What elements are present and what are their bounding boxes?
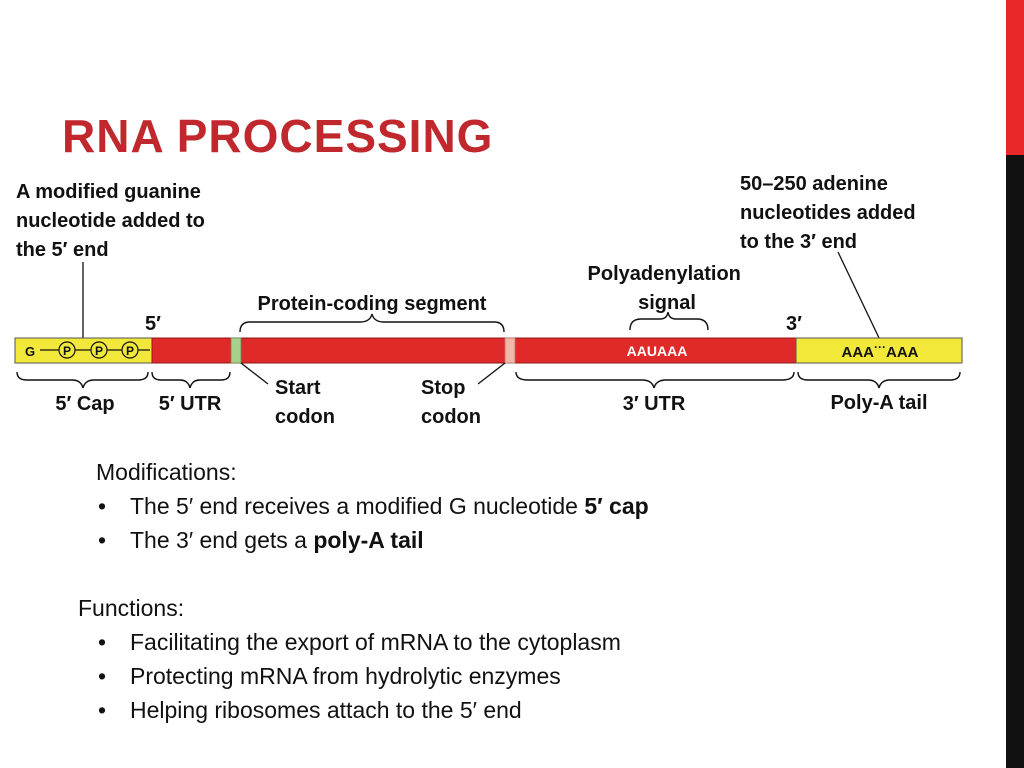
tail-sequence: AAA···AAA	[842, 340, 919, 361]
start-codon-label: Start codon	[275, 377, 335, 428]
tail-annotation-line: to the 3′ end	[740, 231, 857, 253]
guanine-label: G	[25, 344, 35, 359]
stop-codon-label: Stop codon	[421, 377, 481, 428]
bullet: •	[98, 663, 107, 689]
modifications-heading: Modifications:	[96, 459, 237, 485]
stop-codon-marker	[504, 337, 516, 364]
rna-body-segment	[151, 337, 797, 364]
start-codon-marker	[230, 337, 242, 364]
utr3-label: 3′ UTR	[623, 393, 686, 415]
item-text: The 3′ end gets a	[130, 527, 314, 553]
bullet: •	[98, 697, 107, 723]
item-text: The 5′ end receives a modified G nucleot…	[130, 493, 585, 519]
polya-tail-brace	[797, 371, 961, 389]
mrna-diagram: A modified guanine nucleotide added to t…	[14, 173, 963, 428]
cap-annotation-line: nucleotide added to	[16, 210, 205, 232]
phosphate-icon	[121, 341, 139, 359]
tail-annotation: 50–250 adenine nucleotides added to the …	[740, 173, 921, 253]
start-codon-line: codon	[275, 406, 335, 428]
stop-codon-pointer	[477, 362, 506, 385]
phosphate-icon	[58, 341, 76, 359]
five-prime-label: 5′	[145, 313, 161, 335]
start-codon-line: Start	[275, 377, 321, 399]
tail-seq-part: AAA	[886, 344, 919, 361]
edge-accent-red	[1006, 0, 1024, 155]
polya-signal-line: Polyadenylation	[588, 263, 741, 285]
tail-seq-dots: ···	[874, 340, 886, 354]
phosphate-icon	[90, 341, 108, 359]
list-item: • Helping ribosomes attach to the 5′ end	[98, 693, 649, 727]
slide-title: RNA PROCESSING	[62, 110, 494, 162]
signal-sequence: AAUAAA	[627, 343, 688, 359]
cap-annotation: A modified guanine nucleotide added to t…	[16, 181, 210, 261]
utr3-brace	[515, 371, 795, 389]
utr5-label: 5′ UTR	[159, 393, 222, 415]
functions-heading: Functions:	[78, 595, 185, 621]
polya-signal-line: signal	[638, 292, 696, 314]
item-text: Facilitating the export of mRNA to the c…	[130, 629, 621, 655]
bullet: •	[98, 527, 107, 553]
tail-annotation-line: 50–250 adenine	[740, 173, 888, 195]
phosphate-label: P	[95, 344, 103, 358]
list-item: • The 3′ end gets a poly-A tail	[98, 523, 649, 557]
polya-signal-brace	[629, 311, 709, 331]
cap-brace	[16, 371, 149, 389]
bullet: •	[98, 493, 107, 519]
coding-segment-brace	[239, 313, 505, 333]
functions-list: • Facilitating the export of mRNA to the …	[78, 625, 649, 727]
tail-seq-part: AAA	[842, 344, 875, 361]
item-text: Helping ribosomes attach to the 5′ end	[130, 697, 522, 723]
utr5-brace	[151, 371, 231, 389]
tail-pointer-line	[837, 251, 881, 341]
bullet: •	[98, 629, 107, 655]
cap-annotation-line: A modified guanine	[16, 181, 201, 203]
polya-signal-label: Polyadenylation signal	[588, 263, 747, 314]
list-item: • Facilitating the export of mRNA to the …	[98, 625, 649, 659]
item-emphasis: 5′ cap	[584, 493, 649, 519]
modifications-list: • The 5′ end receives a modified G nucleo…	[78, 489, 649, 557]
start-codon-pointer	[240, 362, 269, 385]
polya-tail-segment	[795, 337, 963, 364]
phosphate-label: P	[126, 344, 134, 358]
list-item: • The 5′ end receives a modified G nucleo…	[98, 489, 649, 523]
spacer	[78, 557, 649, 591]
cap-label: 5′ Cap	[55, 393, 114, 415]
polya-tail-label: Poly-A tail	[830, 392, 927, 414]
phosphate-label: P	[63, 344, 71, 358]
three-prime-label: 3′	[786, 313, 802, 335]
stop-codon-line: codon	[421, 406, 481, 428]
tail-annotation-line: nucleotides added	[740, 202, 916, 224]
notes-body: Modifications: • The 5′ end receives a mo…	[78, 455, 649, 727]
coding-segment-label: Protein-coding segment	[258, 293, 487, 315]
cap-annotation-line: the 5′ end	[16, 239, 109, 261]
list-item: • Protecting mRNA from hydrolytic enzymes	[98, 659, 649, 693]
item-emphasis: poly-A tail	[313, 527, 424, 553]
edge-accent-black	[1006, 155, 1024, 768]
stop-codon-line: Stop	[421, 377, 465, 399]
item-text: Protecting mRNA from hydrolytic enzymes	[130, 663, 561, 689]
